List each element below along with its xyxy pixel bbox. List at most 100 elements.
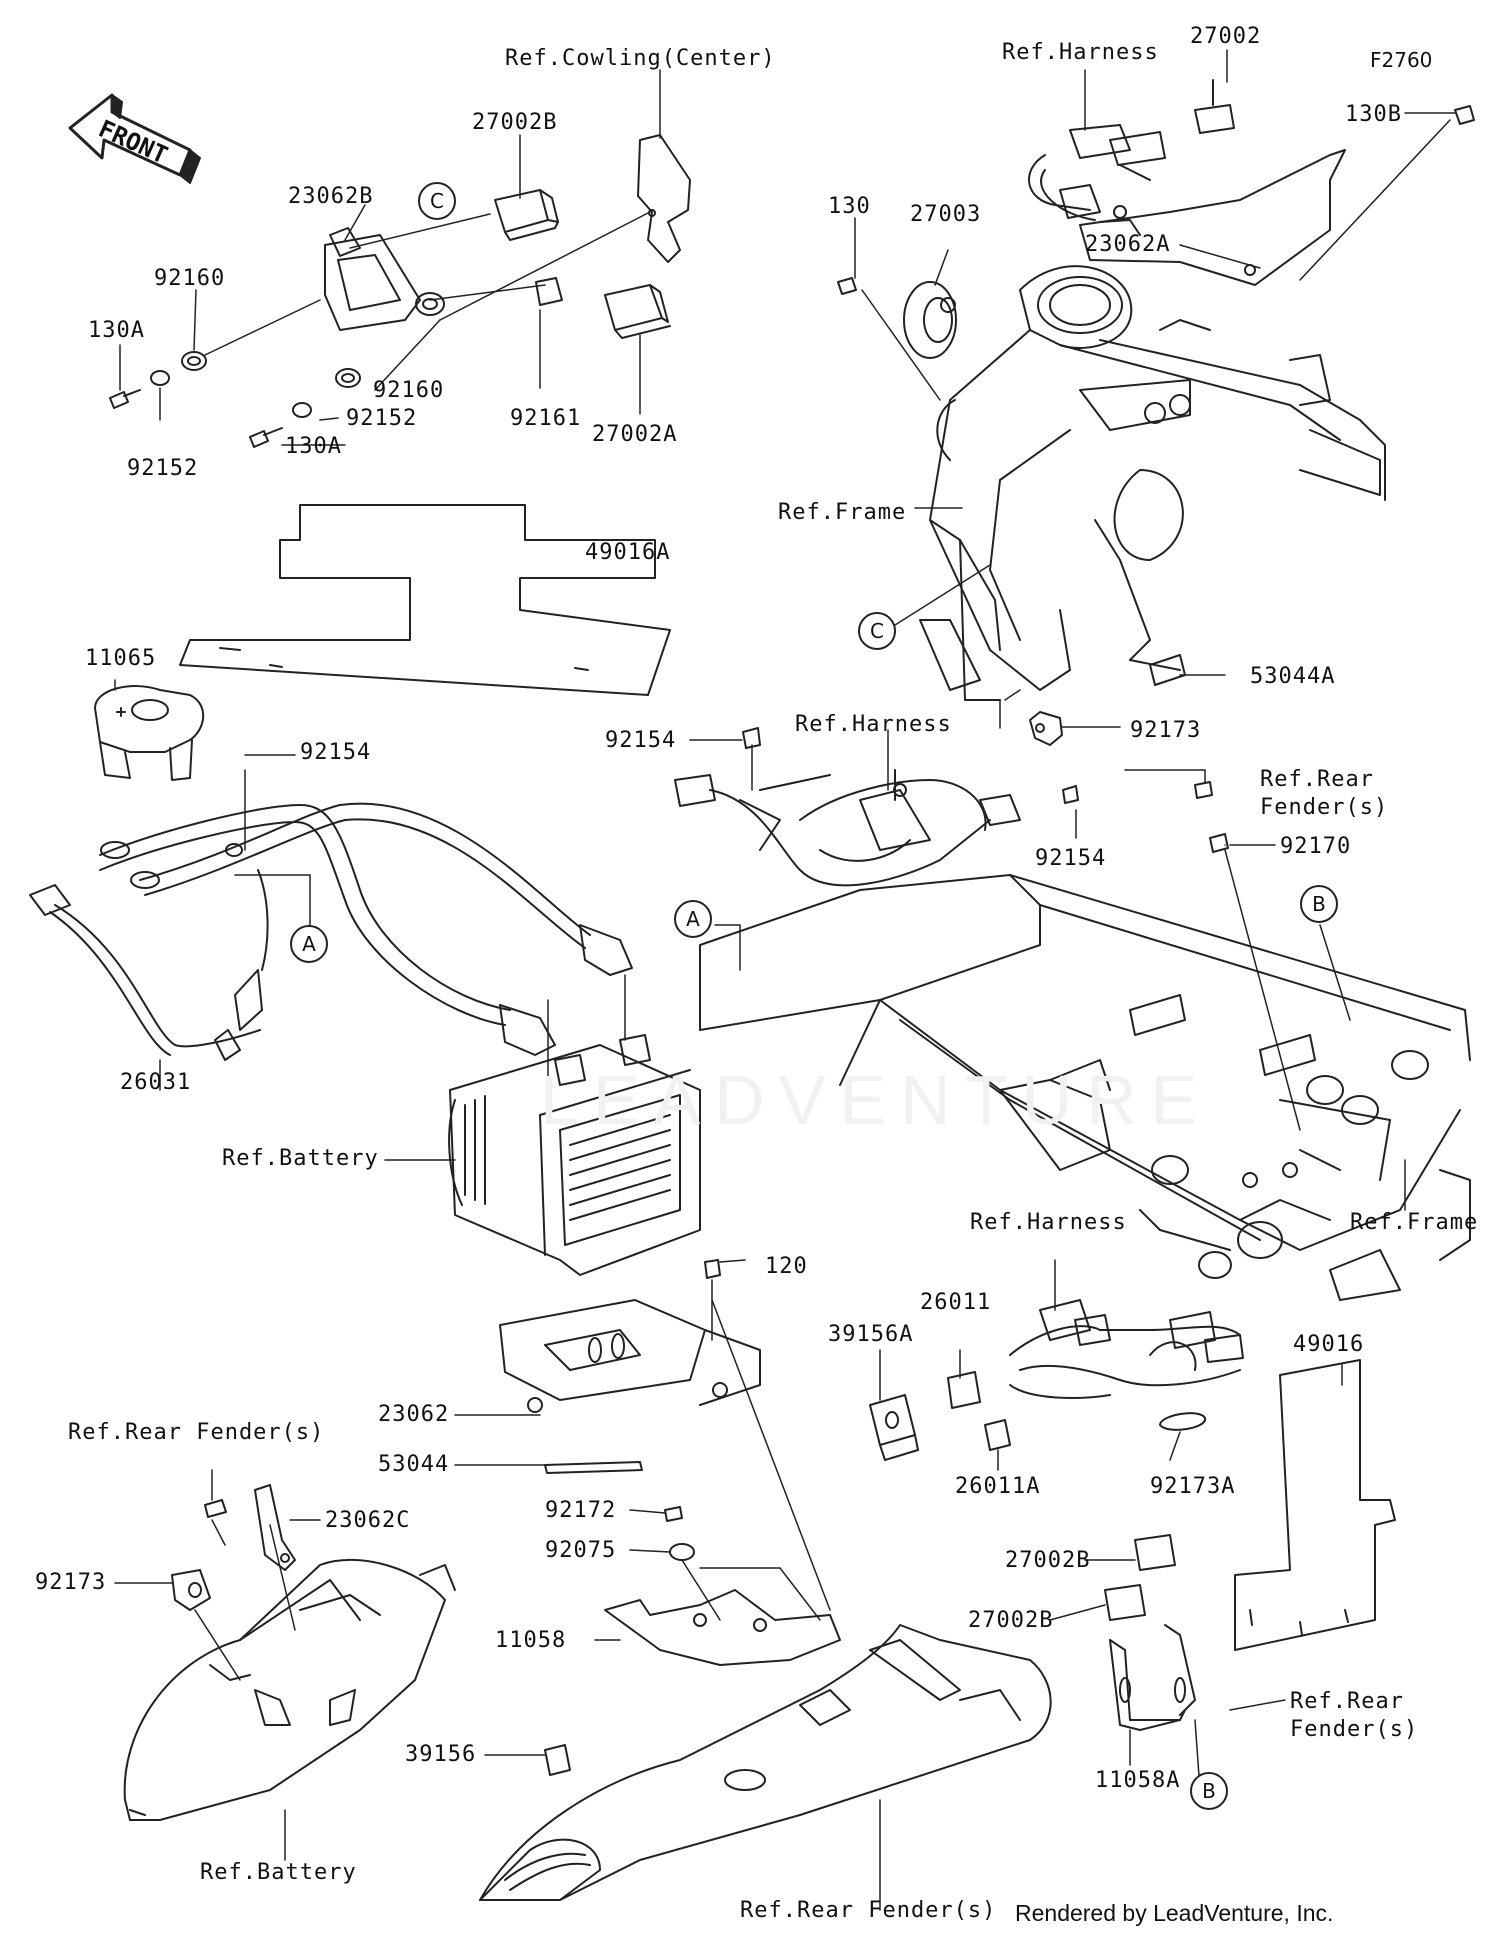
label-92160-mid[interactable]: 92160	[373, 378, 445, 403]
label-ref-frame-top[interactable]: Ref.Frame	[778, 500, 907, 525]
label-11058a[interactable]: 11058A	[1095, 1768, 1181, 1793]
frame-top-right-drawing	[919, 265, 1386, 701]
label-ref-rear-fender-right[interactable]: Ref.Rear Fender(s)	[1260, 767, 1389, 820]
battery-cover-lower-drawing	[123, 1558, 456, 1821]
mat-49016-drawing	[1234, 1359, 1396, 1651]
label-92161[interactable]: 92161	[510, 406, 582, 431]
callout-b-bottom: B	[1190, 1772, 1228, 1810]
label-ref-harness-mid[interactable]: Ref.Harness	[795, 712, 952, 737]
leader-lines-top-left	[119, 69, 661, 446]
frame-mid-drawing	[699, 874, 1471, 1301]
label-53044a[interactable]: 53044A	[1250, 664, 1336, 689]
label-27002[interactable]: 27002	[1190, 24, 1262, 49]
battery-cable-26031-drawing	[29, 802, 591, 1061]
terminal-cover-11065-drawing	[94, 685, 205, 781]
clip-92173-lower-drawing	[171, 1569, 211, 1611]
leader-lines-top-right	[854, 49, 1456, 729]
connector-26011a-drawing	[984, 1419, 1011, 1451]
relay-27002-drawing	[1194, 79, 1235, 134]
rear-fender-drawing	[479, 1624, 1052, 1901]
battery-drawing	[448, 1034, 701, 1276]
label-23062a[interactable]: 23062A	[1085, 232, 1171, 257]
leader-lines-left-mid	[114, 679, 626, 1161]
pin-53044-drawing	[544, 1461, 643, 1474]
bracket-11058-drawing	[604, 1589, 841, 1666]
label-92152-left[interactable]: 92152	[127, 456, 199, 481]
bracket-23062a-drawing	[1079, 149, 1346, 286]
label-92160-left[interactable]: 92160	[154, 266, 226, 291]
figure-id: F2760	[1370, 48, 1433, 72]
leader-lines-mid	[689, 729, 1406, 1211]
label-27002b-b[interactable]: 27002B	[968, 1608, 1054, 1633]
label-26011a[interactable]: 26011A	[955, 1474, 1041, 1499]
relays-27002b-lower-drawing	[1104, 1534, 1176, 1621]
label-92154-left[interactable]: 92154	[300, 740, 372, 765]
label-39156a[interactable]: 39156A	[828, 1322, 914, 1347]
label-11065[interactable]: 11065	[85, 646, 157, 671]
label-130[interactable]: 130	[828, 194, 871, 219]
label-ref-rear-fender-left[interactable]: Ref.Rear Fender(s)	[68, 1420, 325, 1445]
bracket-11058a-drawing	[1109, 1624, 1196, 1731]
label-53044[interactable]: 53044	[378, 1452, 450, 1477]
label-49016[interactable]: 49016	[1293, 1332, 1365, 1357]
bracket-23062c-drawing	[254, 1484, 296, 1571]
leader-lines-lower	[114, 1259, 1343, 1911]
label-92172[interactable]: 92172	[545, 1498, 617, 1523]
label-26011[interactable]: 26011	[920, 1290, 992, 1315]
connector-26011-drawing	[947, 1371, 981, 1409]
label-130a-bottom[interactable]: 130A	[285, 434, 342, 459]
mat-49016a-drawing	[179, 504, 671, 696]
front-arrow-icon	[68, 93, 201, 184]
harness-top-drawing	[1028, 124, 1166, 221]
label-130a-top[interactable]: 130A	[88, 318, 145, 343]
label-27002b-top[interactable]: 27002B	[472, 110, 558, 135]
connector-92161-drawing	[535, 277, 563, 306]
label-92173-top[interactable]: 92173	[1130, 718, 1202, 743]
damper-39156a-drawing	[869, 1394, 919, 1461]
label-92173a[interactable]: 92173A	[1150, 1474, 1236, 1499]
callout-a-mid: A	[674, 900, 712, 938]
label-23062b[interactable]: 23062B	[288, 184, 374, 209]
label-23062[interactable]: 23062	[378, 1402, 450, 1427]
cowling-bracket-drawing	[637, 134, 691, 263]
label-92154-mid[interactable]: 92154	[605, 728, 677, 753]
label-23062c[interactable]: 23062C	[325, 1508, 411, 1533]
clip-39156-drawing	[544, 1744, 571, 1776]
label-27003[interactable]: 27003	[910, 202, 982, 227]
relay-27002a-drawing	[604, 284, 671, 339]
label-ref-rear-fender-bottom[interactable]: Ref.Rear Fender(s)	[740, 1898, 997, 1923]
label-ref-battery-bottom[interactable]: Ref.Battery	[200, 1860, 357, 1885]
callout-b-mid: B	[1300, 885, 1338, 923]
label-120[interactable]: 120	[765, 1254, 808, 1279]
label-92173-left[interactable]: 92173	[35, 1570, 107, 1595]
callout-a-left: A	[290, 925, 328, 963]
label-92170[interactable]: 92170	[1280, 834, 1352, 859]
label-27002b-a[interactable]: 27002B	[1005, 1548, 1091, 1573]
label-92154-right[interactable]: 92154	[1035, 846, 1107, 871]
cable-boots-drawing	[499, 924, 633, 1056]
label-ref-harness-top[interactable]: Ref.Harness	[1002, 40, 1159, 65]
label-26031[interactable]: 26031	[120, 1070, 192, 1095]
label-ref-cowling-center[interactable]: Ref.Cowling(Center)	[505, 46, 776, 71]
fasteners-top-left	[109, 351, 361, 448]
label-ref-battery-top[interactable]: Ref.Battery	[222, 1146, 379, 1171]
relay-27002b-top-drawing	[494, 189, 559, 241]
credit-text: Rendered by LeadVenture, Inc.	[1015, 1900, 1334, 1926]
fasteners-mid	[742, 727, 1229, 853]
label-39156[interactable]: 39156	[405, 1742, 477, 1767]
label-ref-harness-lower[interactable]: Ref.Harness	[970, 1210, 1127, 1235]
callout-c-mid-right: C	[858, 612, 896, 650]
label-92075[interactable]: 92075	[545, 1538, 617, 1563]
label-92152-mid[interactable]: 92152	[346, 406, 418, 431]
label-130b[interactable]: 130B	[1345, 102, 1402, 127]
fasteners-lower-left	[204, 1499, 227, 1518]
strap-92173a-drawing	[1159, 1412, 1206, 1431]
label-ref-rear-fender-lower-right[interactable]: Ref.Rear Fender(s)	[1290, 1689, 1419, 1742]
callout-c-top-left: C	[418, 182, 456, 220]
label-11058[interactable]: 11058	[495, 1628, 567, 1653]
label-27002a[interactable]: 27002A	[592, 422, 678, 447]
label-ref-frame-right[interactable]: Ref.Frame	[1350, 1210, 1479, 1235]
label-49016a[interactable]: 49016A	[585, 540, 671, 565]
bracket-23062b-drawing	[324, 227, 445, 331]
